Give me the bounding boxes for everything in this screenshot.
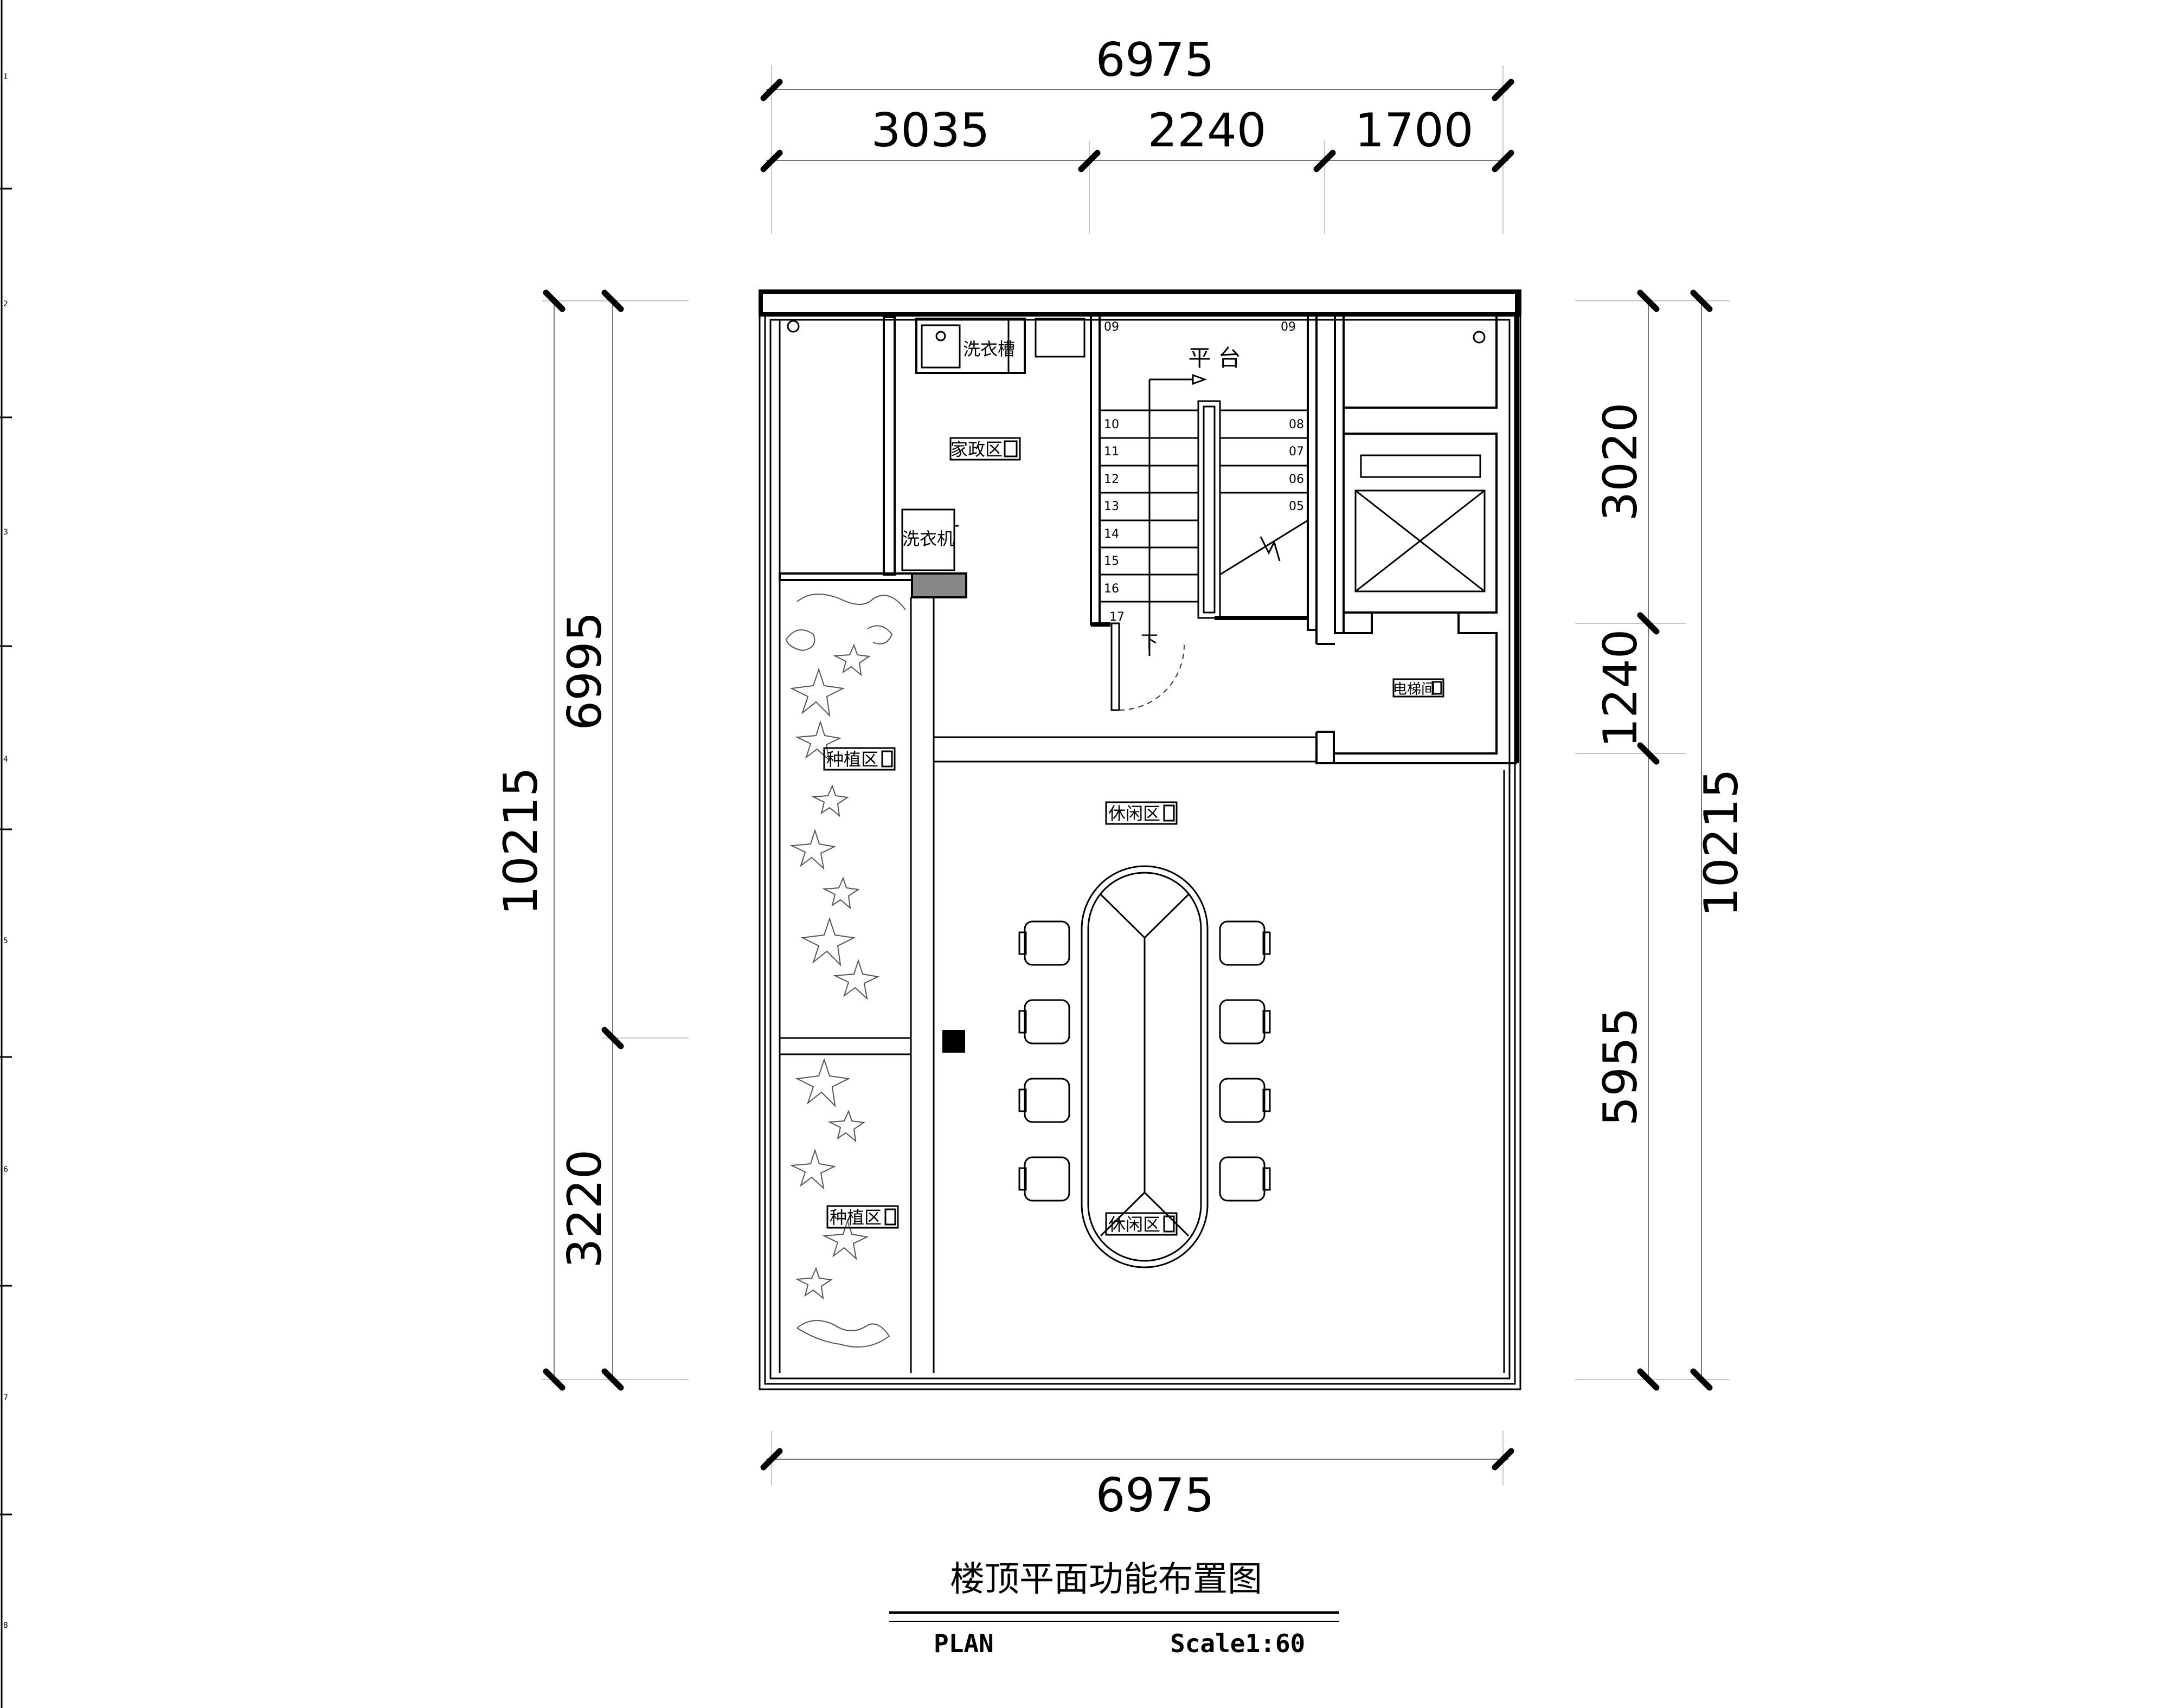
dim-right-upper: 3020 — [1594, 403, 1648, 521]
column — [942, 1030, 965, 1053]
ruler-mark-8: 8 — [3, 1621, 8, 1630]
chair-left-3 — [1018, 1078, 1070, 1123]
planting-strip: 种植区 种植区 — [779, 580, 965, 1373]
scale-label: Scale1:60 — [1170, 1629, 1305, 1658]
ruler-mark-5: 5 — [3, 937, 8, 945]
step-label-10: 10 — [1104, 418, 1119, 431]
step-label-16: 16 — [1104, 582, 1119, 596]
chair-left-2 — [1018, 999, 1070, 1045]
label-elevator-room: 电梯间 — [1393, 681, 1435, 698]
building-outline — [759, 289, 1521, 1390]
step-label-12: 12 — [1104, 473, 1119, 486]
ruler-mark-2: 2 — [3, 300, 8, 308]
ruler-mark-3: 3 — [3, 528, 8, 537]
label-washing-machine: 洗衣机 — [902, 528, 954, 549]
dim-left-lower: 3220 — [558, 1150, 612, 1268]
label-leisure-area-table: 休闲区 — [1108, 1214, 1160, 1235]
dim-right-lower: 5955 — [1594, 1008, 1648, 1126]
bottom-dimension: 6975 — [760, 1431, 1514, 1523]
chair-right-1 — [1219, 920, 1271, 966]
ruler-mark-1: 1 — [3, 73, 8, 81]
title-block: 楼顶平面功能布置图 PLAN Scale1:60 — [889, 1559, 1339, 1658]
label-housekeeping: 家政区 — [950, 439, 1003, 460]
dim-left-upper: 6995 — [558, 612, 612, 731]
chair-left-1 — [1018, 920, 1070, 966]
step-label-15: 15 — [1104, 555, 1119, 568]
step-label-17: 17 — [1109, 610, 1125, 624]
chair-right-4 — [1219, 1156, 1271, 1202]
plan-label: PLAN — [934, 1629, 994, 1658]
step-label-05: 05 — [1289, 500, 1304, 513]
label-leisure-area: 休闲区 — [1108, 803, 1160, 824]
drawing-title: 楼顶平面功能布置图 — [950, 1559, 1262, 1600]
ruler-mark-4: 4 — [3, 755, 8, 764]
chair-right-3 — [1219, 1078, 1271, 1123]
label-laundry-sink: 洗衣槽 — [963, 339, 1015, 359]
conference-table — [1081, 865, 1209, 1268]
elevator-shaft: 电梯间 — [1315, 312, 1517, 764]
dim-top-segment-2: 2240 — [1148, 104, 1267, 158]
top-dimension-chain: 6975 3035 2240 1700 — [760, 33, 1514, 234]
step-label-landing-left: 09 — [1104, 320, 1119, 334]
chair-left-4 — [1018, 1156, 1070, 1202]
corridor — [934, 736, 1316, 763]
ruler-mark-6: 6 — [3, 1165, 8, 1174]
laundry-sink-icon — [915, 319, 1010, 374]
housekeeping-room: 洗衣槽 家政区 洗衣机 — [779, 316, 1086, 598]
leisure-area: 休闲区 休闲区 — [1018, 801, 1271, 1268]
dim-top-segment-1: 3035 — [871, 104, 990, 158]
dim-right-total: 10215 — [1694, 769, 1749, 917]
label-planting-area-2: 种植区 — [830, 1207, 882, 1228]
ruler-mark-7: 7 — [3, 1394, 8, 1402]
step-label-06: 06 — [1289, 473, 1304, 486]
column — [911, 572, 967, 598]
left-dimension-chain: 10215 6995 3220 — [494, 289, 689, 1391]
right-dimension-chain: 3020 1240 5955 10215 — [1575, 289, 1749, 1391]
elevator-car-icon — [1354, 489, 1486, 592]
step-label-07: 07 — [1289, 445, 1304, 459]
step-label-11: 11 — [1104, 445, 1119, 459]
step-label-14: 14 — [1104, 527, 1119, 541]
edge-ruler: 1 2 3 4 5 6 7 8 — [0, 0, 12, 1708]
label-down: 下 — [1141, 631, 1158, 652]
label-planting-area-1: 种植区 — [826, 749, 878, 770]
label-platform: 平 台 — [1188, 345, 1241, 371]
step-label-13: 13 — [1104, 500, 1119, 513]
dim-right-middle: 1240 — [1594, 629, 1648, 748]
chair-right-2 — [1219, 999, 1271, 1045]
step-label-08: 08 — [1289, 418, 1304, 431]
dim-top-segment-3: 1700 — [1355, 104, 1474, 158]
dim-left-total: 10215 — [494, 767, 548, 916]
washing-machine-icon — [901, 508, 955, 571]
staircase: 09 09 10 11 12 13 14 15 16 17 08 07 06 0… — [1090, 314, 1318, 711]
dim-top-total: 6975 — [1096, 33, 1215, 87]
dim-bottom-total: 6975 — [1096, 1468, 1215, 1523]
step-label-landing-right: 09 — [1281, 320, 1296, 334]
